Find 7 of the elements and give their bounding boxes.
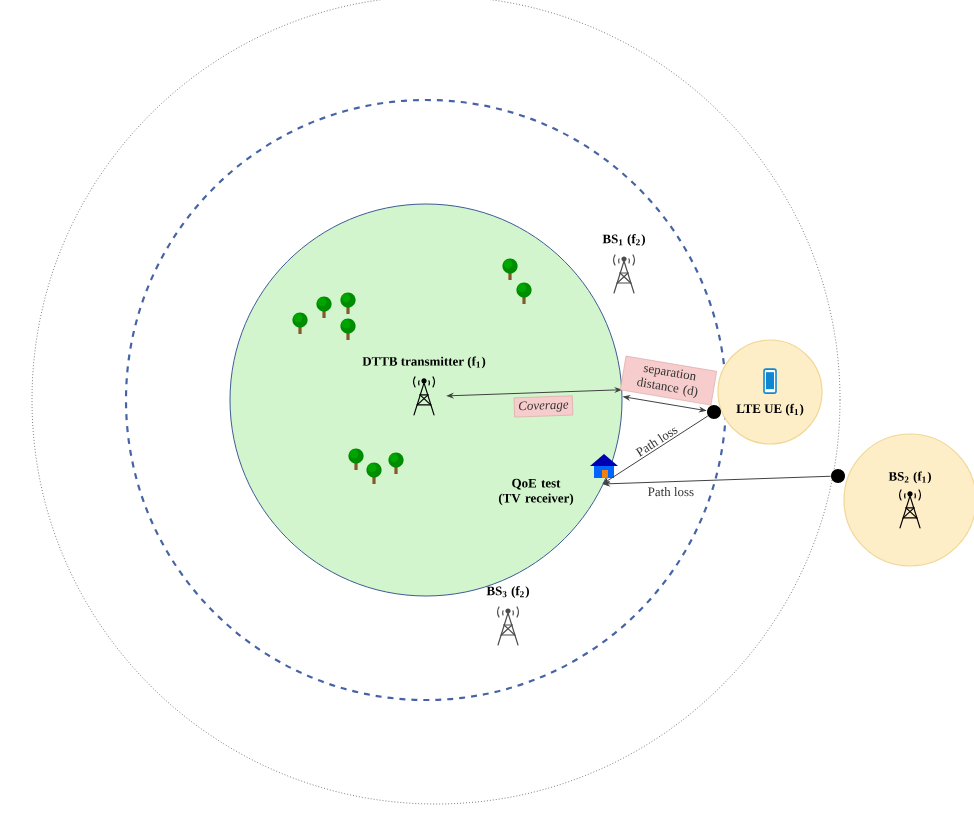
connector-arrow bbox=[623, 395, 706, 413]
coverage-circle bbox=[229, 203, 623, 597]
connector-arrow bbox=[603, 415, 709, 484]
connector-arrow bbox=[446, 387, 622, 399]
endpoint-dot bbox=[831, 469, 845, 483]
endpoint-dot bbox=[707, 405, 721, 419]
connector-arrow bbox=[603, 475, 832, 487]
